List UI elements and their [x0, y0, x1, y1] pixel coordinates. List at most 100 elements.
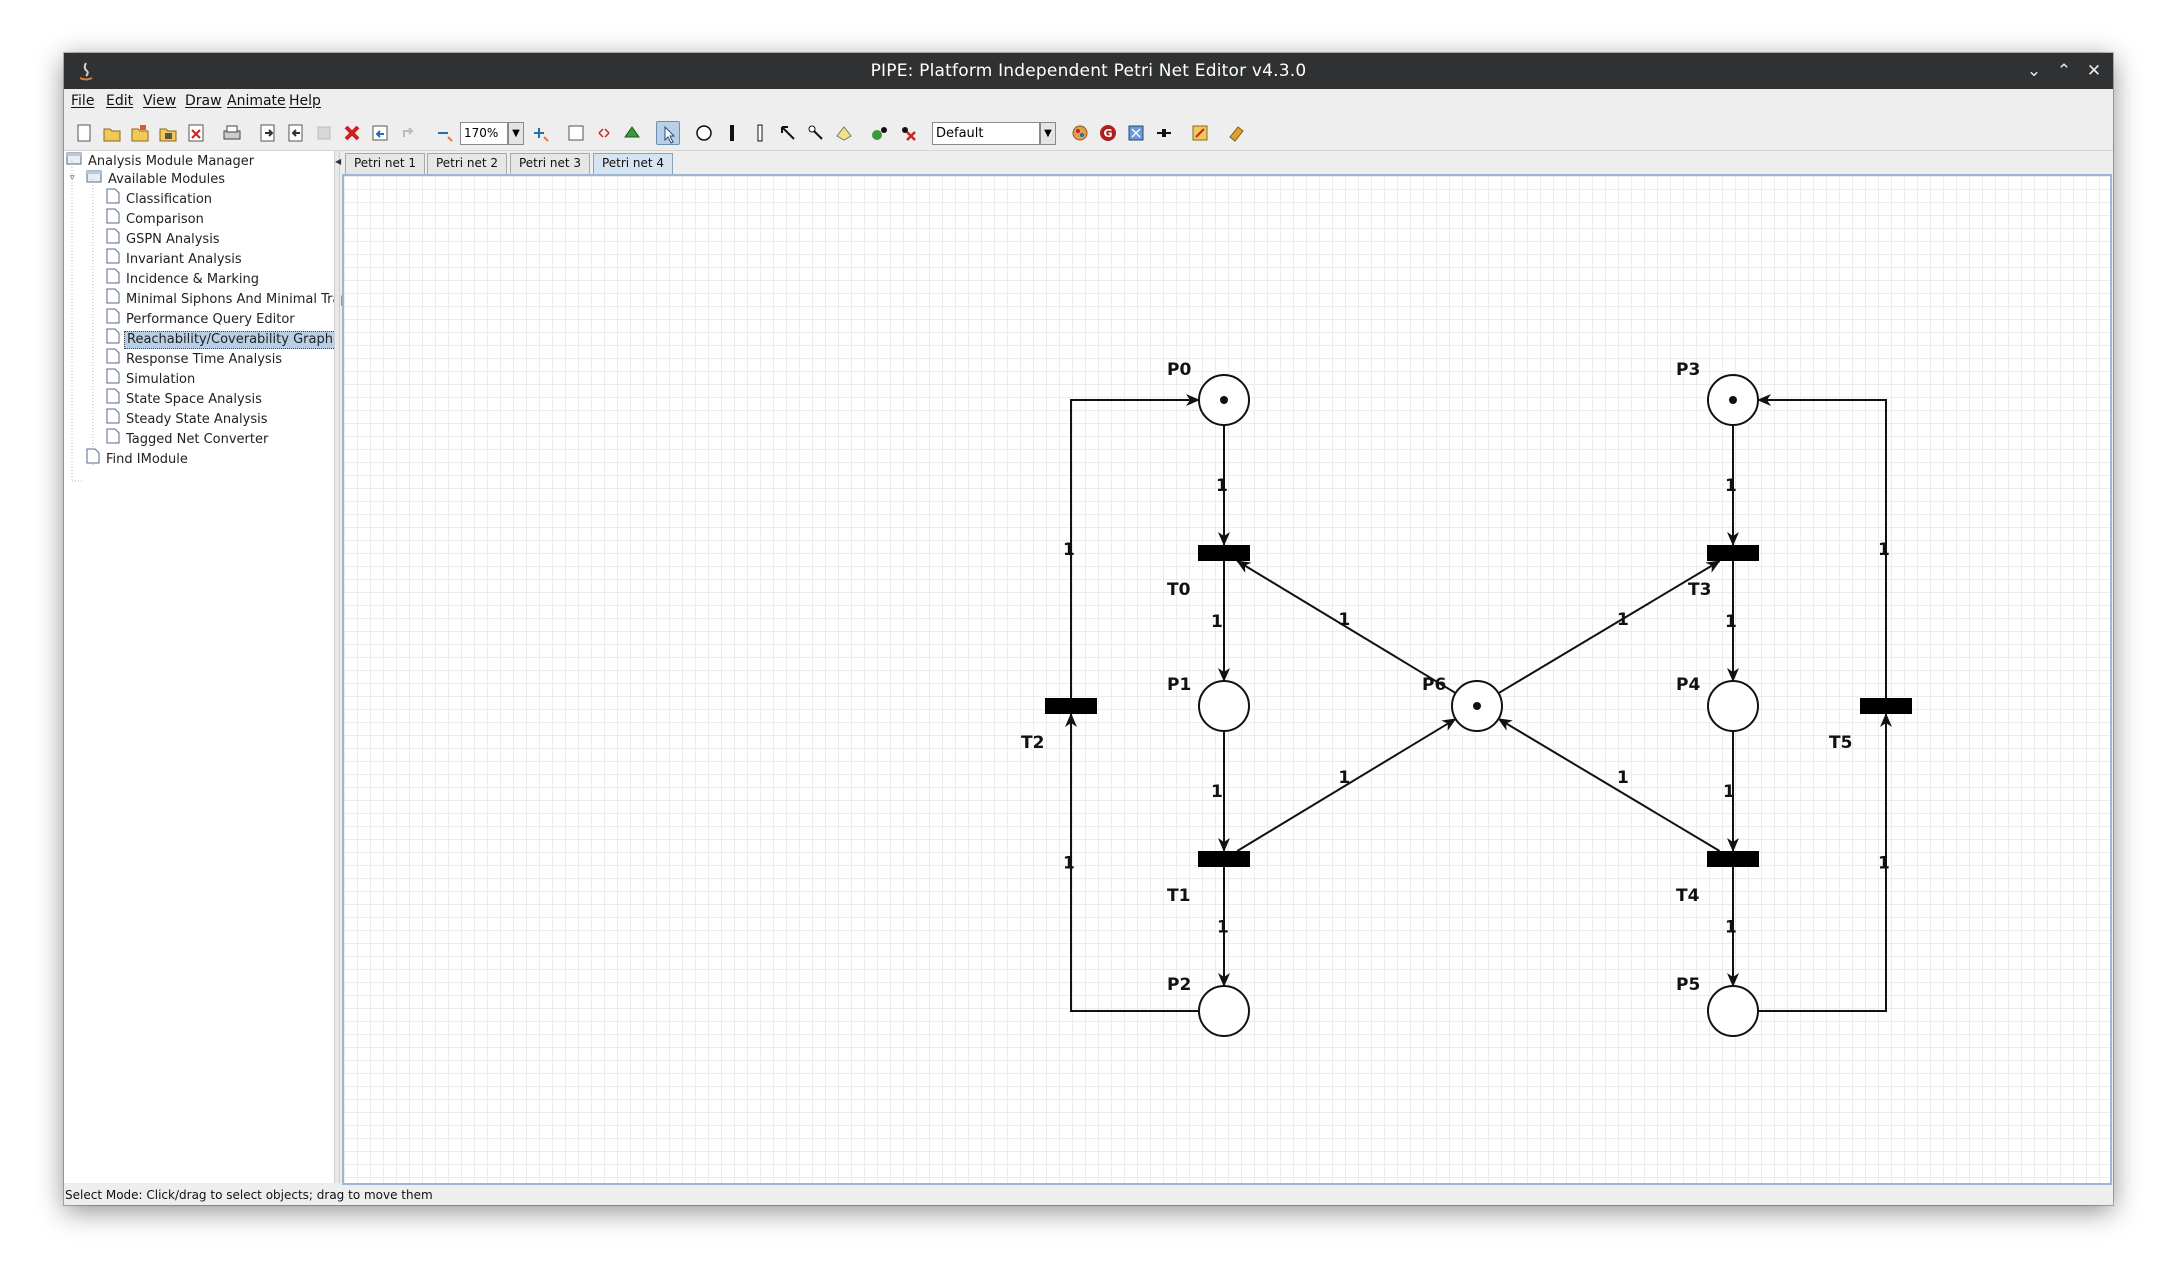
arc-t2-p0[interactable]	[1070, 394, 1200, 698]
transition-t1[interactable]	[1198, 851, 1250, 867]
import-icon[interactable]	[284, 121, 308, 145]
collapse-toggle-icon[interactable]: ▿	[70, 173, 75, 183]
arc-p5-t5[interactable]	[1758, 713, 1892, 1012]
add-arc-icon[interactable]	[776, 121, 800, 145]
animation-mode-icon[interactable]	[1188, 121, 1212, 145]
delete-token-icon[interactable]	[896, 121, 920, 145]
group-transitions-icon[interactable]	[1124, 121, 1148, 145]
tree-item-tagged-net[interactable]: Tagged Net Converter	[106, 428, 270, 448]
delete-icon[interactable]	[340, 121, 364, 145]
tab-petri-net-3[interactable]: Petri net 3	[510, 153, 590, 174]
svg-text:G: G	[1103, 127, 1112, 140]
tree-item-label: Incidence & Marking	[126, 271, 260, 287]
tree-item-performance-query[interactable]: Performance Query Editor	[106, 308, 297, 328]
save-icon[interactable]	[156, 121, 180, 145]
menu-file[interactable]: File	[71, 93, 95, 109]
zoom-combo-input[interactable]: 170%	[460, 122, 508, 145]
arc-t4-p6[interactable]	[1497, 717, 1721, 852]
tree-item-label: Performance Query Editor	[126, 311, 295, 327]
title-bar[interactable]: PIPE: Platform Independent Petri Net Edi…	[64, 53, 2113, 89]
new-file-icon[interactable]	[72, 121, 96, 145]
tree-item-invariant-analysis[interactable]: Invariant Analysis	[106, 248, 244, 268]
tree-item-incidence-marking[interactable]: Incidence & Marking	[106, 268, 261, 288]
document-icon	[106, 268, 120, 291]
transition-t5[interactable]	[1860, 698, 1912, 714]
open-file-icon[interactable]	[100, 121, 124, 145]
maximize-icon[interactable]: ⌃	[2056, 61, 2072, 81]
transition-t4[interactable]	[1707, 851, 1759, 867]
tree-item-label: Simulation	[126, 371, 196, 387]
tree-item-state-space[interactable]: State Space Analysis	[106, 388, 264, 408]
tree-item-minimal-siphons[interactable]: Minimal Siphons And Minimal Traps	[106, 288, 357, 308]
layout-icon[interactable]	[620, 121, 644, 145]
arc-t5-p3[interactable]	[1757, 394, 1887, 698]
menu-help[interactable]: Help	[289, 93, 321, 109]
collapse-left-icon[interactable]: ◀	[335, 157, 342, 166]
place-p1[interactable]	[1198, 680, 1250, 732]
inhibitor-arc-icon[interactable]	[804, 121, 828, 145]
document-icon	[106, 188, 120, 211]
add-token-icon[interactable]	[868, 121, 892, 145]
menu-edit[interactable]: Edit	[106, 93, 134, 109]
token-editor-icon[interactable]	[1068, 121, 1092, 145]
transition-t0[interactable]	[1198, 545, 1250, 561]
drag-icon[interactable]	[592, 121, 616, 145]
export-icon[interactable]	[256, 121, 280, 145]
minimize-icon[interactable]: ⌄	[2026, 61, 2042, 81]
tree-item-gspn-analysis[interactable]: GSPN Analysis	[106, 228, 222, 248]
add-place-icon[interactable]	[692, 121, 716, 145]
chevron-down-icon[interactable]: ▼	[1040, 122, 1056, 145]
tree-item-comparison[interactable]: Comparison	[106, 208, 206, 228]
split-pane-divider[interactable]: ◀	[334, 151, 342, 1183]
grid-icon[interactable]	[564, 121, 588, 145]
tree-item-simulation[interactable]: Simulation	[106, 368, 197, 388]
ungroup-transitions-icon[interactable]	[1152, 121, 1176, 145]
tab-petri-net-2[interactable]: Petri net 2	[427, 153, 507, 174]
place-p2[interactable]	[1198, 985, 1250, 1037]
close-file-icon[interactable]	[184, 121, 208, 145]
token-p6	[1473, 702, 1481, 710]
transition-t2[interactable]	[1045, 698, 1097, 714]
cut-icon[interactable]	[312, 121, 336, 145]
add-immediate-transition-icon[interactable]	[720, 121, 744, 145]
clear-icon[interactable]	[1224, 121, 1248, 145]
redo-icon[interactable]	[396, 121, 420, 145]
menu-draw[interactable]: Draw	[185, 93, 222, 109]
arc-t1-p6[interactable]	[1236, 718, 1457, 852]
arc-p6-t0[interactable]	[1236, 560, 1457, 694]
zoom-in-icon[interactable]	[528, 121, 552, 145]
menu-view[interactable]: View	[143, 93, 177, 109]
token-class-select[interactable]: Default	[932, 122, 1040, 145]
transition-label-t2: T2	[1021, 733, 1044, 753]
chevron-down-icon[interactable]: ▼	[508, 122, 524, 145]
tab-petri-net-4[interactable]: Petri net 4	[593, 153, 673, 174]
menu-animate[interactable]: Animate	[227, 93, 286, 109]
tab-bar: Petri net 1 Petri net 2 Petri net 3 Petr…	[342, 151, 2113, 175]
place-p4[interactable]	[1707, 680, 1759, 732]
tree-group-label: Available Modules	[108, 171, 226, 187]
tree-group[interactable]: Available Modules	[86, 169, 227, 189]
tree-item-find-imodule[interactable]: Find IModule	[86, 448, 190, 468]
open-folder-icon[interactable]	[128, 121, 152, 145]
print-icon[interactable]	[220, 121, 244, 145]
place-p5[interactable]	[1707, 985, 1759, 1037]
tree-item-response-time[interactable]: Response Time Analysis	[106, 348, 284, 368]
annotation-icon[interactable]	[832, 121, 856, 145]
tree-root[interactable]: Analysis Module Manager	[66, 151, 256, 171]
tree-item-reachability-graph[interactable]: Reachability/Coverability Graph	[106, 328, 336, 349]
select-mode-button[interactable]	[656, 121, 680, 145]
undo-icon[interactable]	[368, 121, 392, 145]
add-timed-transition-icon[interactable]	[748, 121, 772, 145]
arc-p6-t3[interactable]	[1497, 560, 1721, 695]
zoom-out-icon[interactable]	[432, 121, 456, 145]
rate-parameter-icon[interactable]: G	[1096, 121, 1120, 145]
transition-t3[interactable]	[1707, 545, 1759, 561]
close-icon[interactable]: ✕	[2086, 61, 2102, 81]
tab-petri-net-1[interactable]: Petri net 1	[345, 153, 425, 174]
tree-item-label: Comparison	[126, 211, 204, 227]
tree-item-classification[interactable]: Classification	[106, 188, 214, 208]
status-bar: Select Mode: Click/drag to select object…	[64, 1185, 2113, 1205]
tree-item-steady-state[interactable]: Steady State Analysis	[106, 408, 270, 428]
arc-p2-t2[interactable]	[1065, 713, 1199, 1012]
